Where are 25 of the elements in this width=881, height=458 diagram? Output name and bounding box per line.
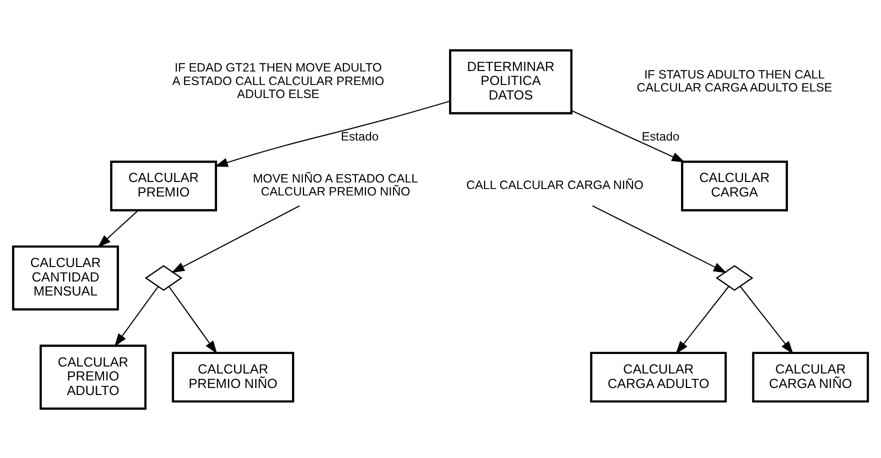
node-box: CALCULAR PREMIO ADULTO [40,344,147,410]
node-box: CALCULAR PREMIO [110,160,218,211]
node-box: CALCULAR CARGA ADULTO [590,351,727,402]
label: IF EDAD GT21 THEN MOVE ADULTO A ESTADO CALL CALCULAR PREMIO ADULTO ELSE [172,60,384,101]
arrow [571,110,686,162]
arrow [171,204,300,272]
arrow [740,286,794,354]
node-text: CALL CALCULAR CARGA NIÑO [466,178,644,192]
node-box: CALCULAR CANTIDAD MENSUAL [12,244,119,310]
arrow [214,100,450,166]
node-diamond [144,264,182,290]
arrow [98,210,138,247]
node-text: MOVE NIÑO A ESTADO CALL CALCULAR PREMIO NIÑO [252,170,418,198]
arrow [114,286,158,346]
label: IF STATUS ADULTO THEN CALL CALCULAR CARGA ADULTO ELSE [636,66,832,94]
node-box: DETERMINAR POLITICA DATOS [449,48,572,114]
arrow [676,286,730,354]
edge-label: Estado [340,129,379,144]
arrow [168,286,218,354]
node-box: CALCULAR PREMIO NIÑO [172,351,294,402]
node-box: CALCULAR CARGA [681,160,788,211]
node-box: CALCULAR CARGA NIÑO [752,351,869,402]
node-diamond [716,264,754,290]
edge-label: Estado [642,129,680,144]
arrow [592,204,727,272]
